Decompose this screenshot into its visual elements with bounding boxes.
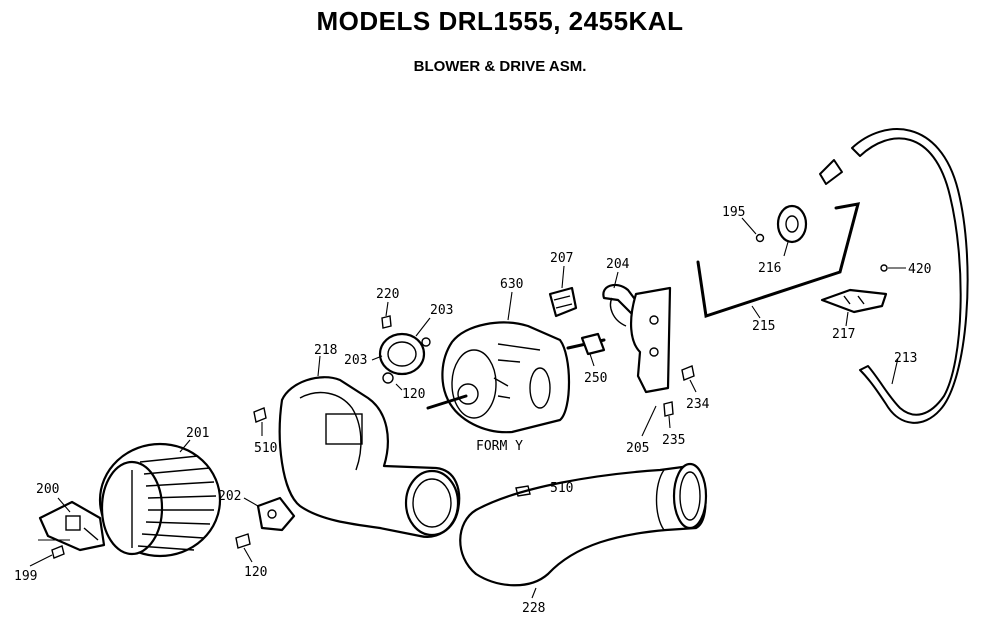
label-200: 200 [36, 482, 59, 497]
label-630: 630 [500, 277, 523, 292]
part-202-bracket [243, 496, 296, 532]
label-228: 228 [522, 601, 545, 616]
part-218-blower-housing [278, 355, 461, 538]
label-203-upper: 203 [430, 303, 453, 318]
part-420-screw [880, 264, 906, 272]
part-200-switch [38, 497, 106, 552]
label-420: 420 [908, 262, 931, 277]
label-205: 205 [626, 441, 649, 456]
part-220-screw [381, 301, 392, 329]
part-205-motor-mount [630, 286, 672, 437]
part-250-drive-pulley [566, 332, 606, 367]
part-199-screw [29, 545, 65, 567]
part-228-exhaust-duct [459, 462, 708, 599]
label-201: 201 [186, 426, 209, 441]
label-215: 215 [752, 319, 775, 334]
diagram-subtitle: BLOWER & DRIVE ASM. [413, 58, 587, 75]
part-120-screw-mid [395, 383, 403, 391]
label-213: 213 [894, 351, 917, 366]
part-207-centrifugal-switch [548, 265, 578, 318]
part-630-motor [426, 291, 571, 434]
label-510-left: 510 [254, 441, 277, 456]
label-199: 199 [14, 569, 37, 584]
part-216-idler-pulley [776, 204, 808, 257]
label-217: 217 [832, 327, 855, 342]
part-510-screw-left [253, 407, 267, 436]
label-510-duct: 510 [550, 481, 573, 496]
label-204: 204 [606, 257, 630, 272]
part-235-screw [663, 401, 674, 429]
part-201-blower-wheel [98, 439, 222, 558]
label-216: 216 [758, 261, 781, 276]
label-207: 207 [550, 251, 573, 266]
label-203-lower: 203 [344, 353, 367, 368]
label-120-lower: 120 [244, 565, 267, 580]
label-120-mid: 120 [402, 387, 425, 402]
label-195: 195 [722, 205, 745, 220]
label-202: 202 [218, 489, 241, 504]
label-form: FORM Y [476, 439, 523, 454]
part-215-idler-arm [696, 202, 861, 319]
label-220: 220 [376, 287, 399, 302]
label-234: 234 [686, 397, 710, 412]
part-510-screw-duct [515, 485, 547, 497]
diagram-title: MODELS DRL1555, 2455KAL [316, 6, 684, 36]
part-195-retainer [741, 217, 765, 243]
label-218: 218 [314, 343, 337, 358]
part-120-screw-lower [235, 533, 253, 563]
label-235: 235 [662, 433, 685, 448]
part-234-screw [681, 365, 697, 393]
part-213-drive-belt [819, 128, 969, 424]
part-203-motor-clamp [371, 317, 431, 384]
part-217-idler-bracket [820, 288, 888, 327]
label-250: 250 [584, 371, 607, 386]
